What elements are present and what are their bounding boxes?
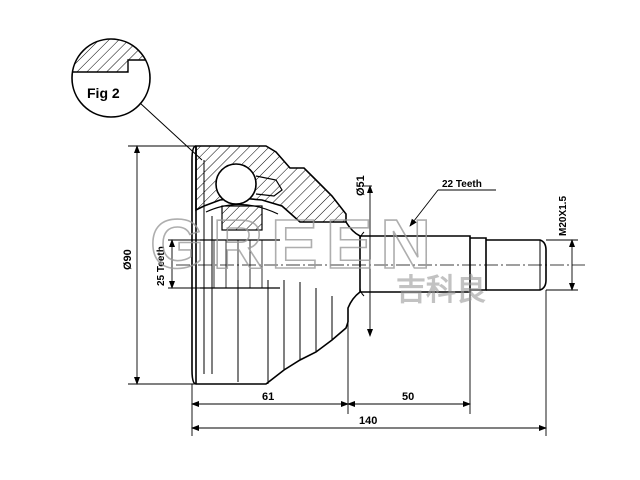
length-shaft-label: 50 (402, 391, 414, 403)
shaft-teeth-label: 22 Teeth (442, 179, 482, 190)
fig-label: Fig 2 (87, 85, 120, 101)
dimension-lines (128, 145, 578, 436)
watermark-brand: GREEN (150, 205, 439, 283)
outer-diameter-label: Ø90 (122, 249, 134, 270)
length-total-label: 140 (359, 415, 377, 427)
stub-shaft (359, 231, 547, 297)
length-body-label: 61 (262, 391, 274, 403)
thread-label: M20X1.5 (558, 196, 569, 236)
shaft-diameter-label: Ø51 (355, 175, 367, 196)
watermark-logo: GREEN 吉科良 (149, 204, 486, 308)
joint-housing (191, 145, 361, 385)
fig2-callout: Fig 2 (71, 38, 203, 161)
watermark-cjk: 吉科良 (396, 273, 486, 308)
callout-leader-line (139, 102, 203, 161)
inner-teeth-label: 25 Teeth (156, 246, 167, 286)
